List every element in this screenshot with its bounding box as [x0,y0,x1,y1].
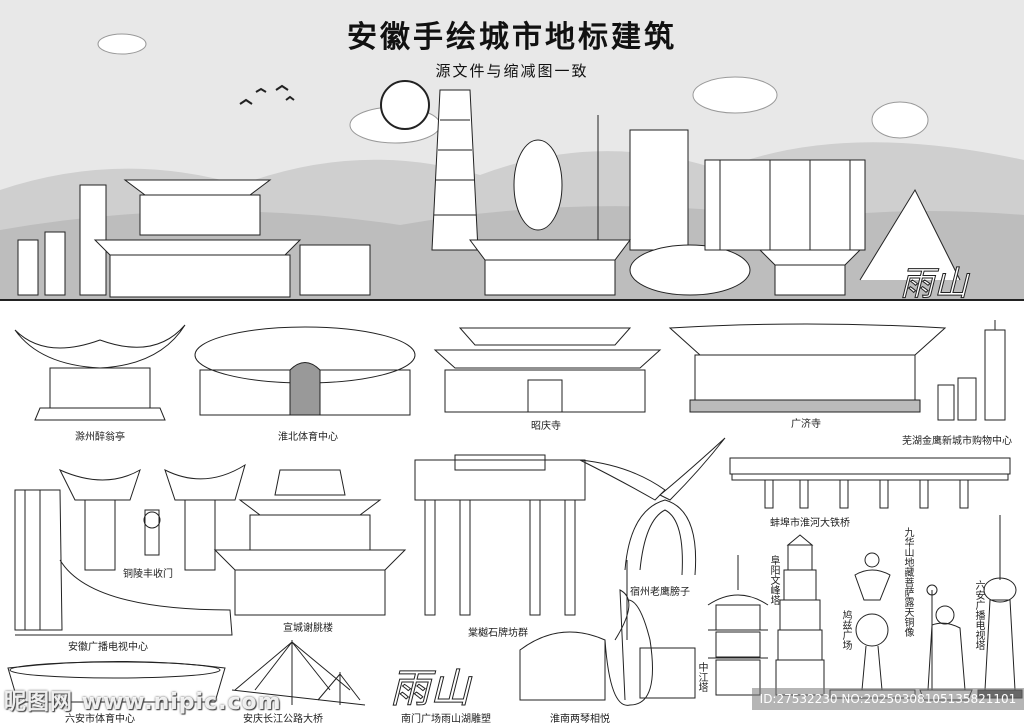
nanmen-sculpture-drawing: 雨山 [390,666,473,712]
label-xuancheng: 宣城谢朓楼 [283,623,333,634]
svg-text:雨山: 雨山 [900,264,970,304]
luan-tv-tower-drawing [977,515,1023,699]
skyline-buildings: 雨山 [17,89,970,305]
luan-stadium-drawing [7,661,226,703]
sun-icon [380,80,430,130]
fuyang-pagoda-drawing [775,534,825,696]
watermark-site: 昵图网 www.nipic.com [4,690,282,715]
wuhu-mall-drawing [937,320,1006,421]
label-fuyang: 阜阳文峰塔 [768,555,779,605]
page-subtitle: 源文件与缩减图一致 [435,62,589,80]
label-anqing-bridge: 安庆长江公路大桥 [243,714,323,725]
label-huainan: 淮南两琴相悦 [550,714,610,725]
label-bengbu: 蚌埠市淮河大铁桥 [770,518,850,529]
label-jiuzi: 鸠兹广场 [840,610,851,650]
label-luan-tower: 六安广播电视塔 [973,580,984,650]
xuancheng-tower-drawing [213,469,407,616]
huaibei-stadium-drawing [194,326,416,416]
jiuhua-statue-drawing [919,584,973,701]
label-ahtv: 安徽广播电视中心 [68,642,148,653]
bengbu-bridge-drawing [729,457,1011,509]
label-zhaoqing: 昭庆寺 [531,421,561,432]
ahtv-center-drawing [14,489,233,636]
chuzhou-pavilion-drawing [14,324,186,421]
label-luan-sports: 六安市体育中心 [65,714,135,725]
label-huaibei: 淮北体育中心 [278,432,338,443]
page-title: 安徽手绘城市地标建筑 [347,20,677,55]
tangyue-arches-drawing [414,454,586,616]
suzhou-eagle-drawing [579,437,726,576]
label-nanmen: 南门广场雨山湖雕塑 [401,714,491,725]
label-suzhou: 宿州老鹰膀子 [630,587,690,598]
label-wuhu-mall: 芜湖金鹰新城市购物中心 [902,436,1012,447]
zhaoqing-temple-drawing [433,327,662,413]
label-chuzhou: 滁州醉翁亭 [75,432,125,443]
anqing-bridge-drawing [231,640,366,706]
label-zhongjiang: 中江塔 [696,662,707,692]
label-jiuhua: 九华山地藏菩萨露天铜像 [902,527,913,637]
label-tongling: 铜陵丰收门 [123,569,173,580]
birds-icon [239,84,295,105]
zhongjiang-pagoda-drawing [707,555,769,696]
guangji-temple-drawing [668,323,947,413]
watermark-id: ID:27532230 NO:20250308105135821101 [752,688,1024,710]
label-tangyue: 棠樾石牌坊群 [468,628,528,639]
label-guangji: 广济寺 [791,419,821,430]
huainan-instruments-drawing [519,560,696,706]
tongling-gate-drawing [58,463,246,571]
